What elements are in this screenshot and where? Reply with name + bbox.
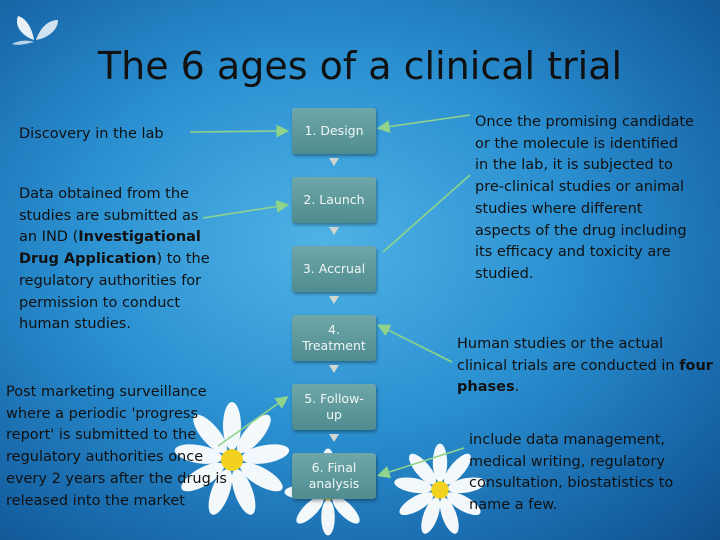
daisy-flower-icon	[174, 402, 486, 536]
down-arrow-icon	[329, 227, 339, 235]
ind-text-part1: Data obtained from the studies are submi…	[19, 186, 199, 246]
ind-text: Data obtained from the studies are submi…	[19, 184, 219, 336]
step-label: 1. Design	[304, 123, 364, 138]
human-text-bold: four phases	[457, 357, 713, 396]
butterfly-icon	[12, 16, 58, 45]
step-label: 5. Follow-up	[304, 391, 364, 422]
arrow-preclinical-to-design	[376, 114, 471, 133]
ind-text-bold: Investigational Drug Application	[19, 229, 201, 268]
down-arrow-icon	[329, 365, 339, 373]
step-design-box: 1. Design	[292, 108, 376, 154]
down-arrow-icon	[329, 158, 339, 166]
arrow-ind-to-launch	[202, 200, 290, 219]
page-title: The 6 ages of a clinical trial	[97, 44, 623, 88]
human-text-part1: Human studies or the actual clinical tri…	[457, 336, 680, 374]
human-text-part2: .	[514, 379, 520, 396]
human-studies-text: Human studies or the actual clinical tri…	[457, 334, 715, 399]
step-launch-box: 2. Launch	[292, 177, 376, 223]
preclinical-text: Once the promising candidate or the mole…	[475, 114, 694, 282]
post-marketing-text: Post marketing surveillance where a peri…	[6, 384, 227, 509]
step-accrual-box: 3. Accrual	[292, 246, 376, 292]
arrow-human-to-treatment	[377, 324, 453, 363]
arrow-discovery-to-design	[189, 124, 290, 138]
arrow-post-to-followup	[217, 396, 289, 447]
arrow-analysis-to-final	[376, 447, 465, 479]
step-final-analysis-box: 6. Final analysis	[292, 453, 376, 499]
line-preclinical-to-launch	[382, 174, 471, 253]
discovery-text: Discovery in the lab	[19, 126, 164, 142]
step-label: 3. Accrual	[302, 261, 366, 276]
down-arrow-icon	[329, 434, 339, 442]
step-label: 2. Launch	[303, 192, 365, 207]
step-label: 6. Final analysis	[308, 460, 360, 491]
step-label: 4. Treatment	[302, 322, 366, 353]
down-arrow-icon	[329, 296, 339, 304]
analysis-text: include data management, medical writing…	[469, 432, 674, 514]
step-followup-box: 5. Follow-up	[292, 384, 376, 430]
ind-text-part2: ) to the regulatory authorities for perm…	[19, 251, 210, 333]
step-treatment-box: 4. Treatment	[292, 315, 376, 361]
